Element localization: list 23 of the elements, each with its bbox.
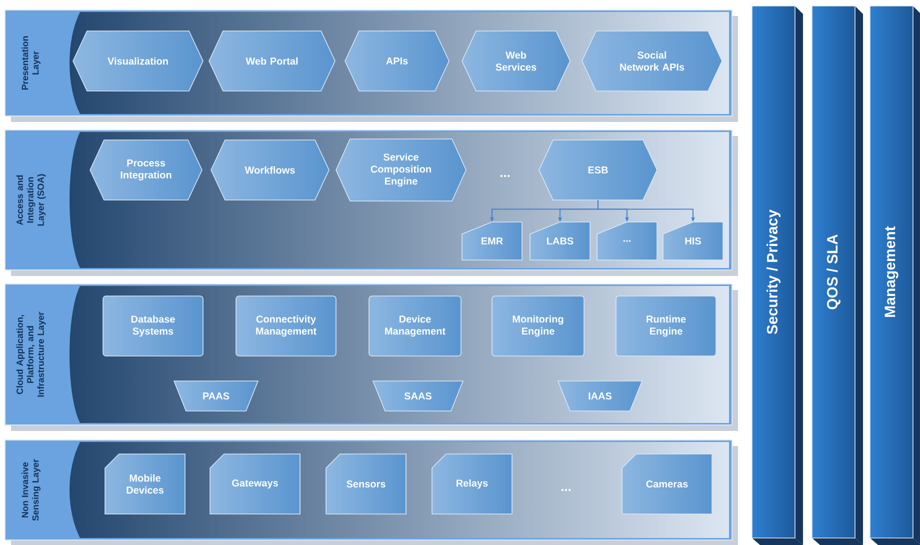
vertical-bar: QOS / SLA [812, 6, 863, 545]
cut-corner-box: Cameras [622, 454, 712, 514]
tab-box: EMR [462, 222, 522, 260]
cut-corner-box: Sensors [326, 454, 406, 514]
rounded-box: Connectivity Management [236, 296, 336, 356]
cut-corner-box: Gateways [210, 454, 300, 514]
ellipsis-text: ... [500, 175, 510, 177]
tab-box: LABS [530, 222, 590, 260]
hexagon-box: Web Portal [208, 30, 336, 92]
rounded-box: Database Systems [102, 296, 204, 356]
hexagon-box: Service Composition Engine [336, 138, 466, 202]
tab-box: ... [596, 222, 658, 260]
rounded-box: Device Management [368, 296, 462, 356]
vertical-bar: Management [870, 6, 920, 545]
cut-corner-box: Relays [432, 454, 512, 514]
rounded-box: Runtime Engine [616, 296, 716, 356]
cut-corner-box: Mobile Devices [104, 454, 186, 514]
tab-box: HIS [662, 222, 724, 260]
rounded-box: Monitoring Engine [492, 296, 584, 356]
hexagon-box: Visualization [72, 30, 204, 92]
ellipsis-text: ... [561, 489, 571, 491]
hexagon-box: Social Network APIs [582, 30, 722, 92]
vertical-bar: Security / Privacy [752, 6, 803, 545]
